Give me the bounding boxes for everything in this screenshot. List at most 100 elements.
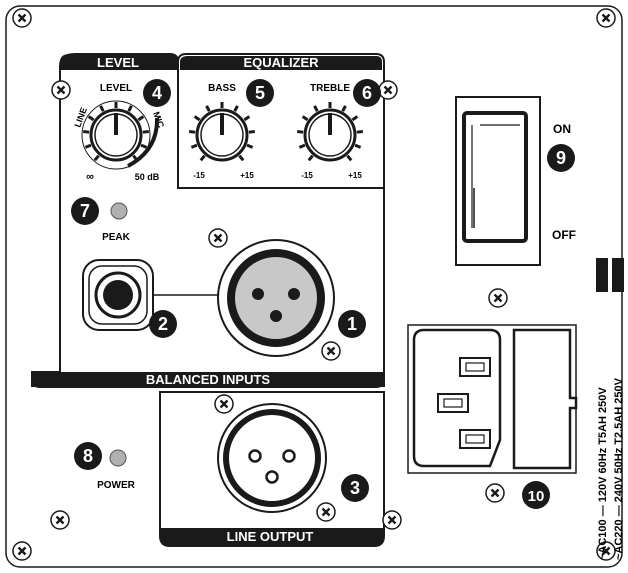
callout-number: 10 — [528, 488, 545, 505]
screw-icon — [49, 509, 71, 531]
screw-icon — [11, 540, 33, 562]
rating-line-2: ~AC220 — 240V 50Hz T2.5AH 250V — [613, 377, 625, 560]
peak-label: PEAK — [102, 232, 131, 243]
screw-icon — [381, 509, 403, 531]
knob-tick — [243, 115, 251, 122]
callout-number: 1 — [347, 314, 357, 334]
bass-knob-label: BASS — [208, 83, 236, 94]
knob-tick — [99, 105, 105, 112]
callout-badge — [143, 79, 171, 107]
screw-icon — [213, 393, 235, 415]
jack-input[interactable] — [82, 259, 154, 331]
callout-badge — [341, 474, 369, 502]
knob-tick — [297, 130, 304, 134]
callout-number: 6 — [362, 83, 372, 103]
knob-tick — [189, 130, 196, 134]
power-switch[interactable] — [455, 96, 541, 266]
screw-icon — [11, 7, 33, 29]
knob-tick — [298, 143, 306, 149]
line-output-header — [160, 528, 384, 546]
callout-badge — [338, 310, 366, 338]
callout-number: 3 — [350, 478, 360, 498]
callout-number: 5 — [255, 83, 265, 103]
callout-number: 2 — [158, 314, 168, 334]
knob-tick — [205, 105, 211, 112]
screw-icon — [484, 482, 506, 504]
equalizer-title: EQUALIZER — [243, 55, 319, 70]
switch-on-label: ON — [553, 122, 571, 136]
level-min-label: ∞ — [86, 171, 94, 183]
knob-tick — [142, 130, 149, 134]
knob-tick — [301, 115, 309, 122]
knob-tick — [84, 143, 92, 149]
knob-tick — [193, 115, 201, 122]
knob-tick — [341, 105, 347, 112]
screw-icon — [320, 340, 342, 362]
treble-max-label: +15 — [348, 171, 362, 180]
knob-tick — [137, 115, 145, 122]
level-gain-arc — [127, 117, 160, 168]
balanced-inputs-header — [32, 372, 384, 388]
xlr-input[interactable] — [217, 239, 335, 357]
knob-tick — [140, 143, 148, 149]
line-output-title: LINE OUTPUT — [227, 529, 314, 544]
callout-badge — [522, 481, 550, 509]
treble-knob-label: TREBLE — [310, 83, 350, 94]
knob-tick — [356, 130, 363, 134]
knob-tick — [351, 115, 359, 122]
level-max-label: 50 dB — [135, 172, 160, 182]
knob-tick — [346, 154, 353, 162]
callout-badge — [246, 79, 274, 107]
knob-tick — [127, 105, 133, 112]
level-knob[interactable] — [81, 100, 151, 170]
knob-tick — [233, 105, 239, 112]
level-knob-label: LEVEL — [100, 83, 132, 94]
screw-icon — [207, 227, 229, 249]
treble-knob[interactable] — [297, 102, 363, 162]
equalizer-panel — [177, 53, 385, 189]
knob-tick — [238, 154, 245, 162]
screw-icon — [595, 7, 617, 29]
level-title: LEVEL — [97, 55, 139, 70]
callout-badge — [71, 197, 99, 225]
knob-tick — [354, 143, 362, 149]
callout-badge — [353, 79, 381, 107]
screw-icon — [315, 501, 337, 523]
balanced-inputs-title: BALANCED INPUTS — [146, 372, 271, 387]
callout-number: 8 — [83, 446, 93, 466]
screw-icon — [487, 287, 509, 309]
knob-tick — [190, 143, 198, 149]
callout-badge — [74, 442, 102, 470]
callout-badge — [149, 310, 177, 338]
knob-tick — [248, 130, 255, 134]
knob-tick — [93, 154, 100, 162]
bass-knob[interactable] — [189, 102, 255, 162]
power-label: POWER — [97, 480, 136, 491]
callout-badge — [547, 144, 575, 172]
knob-tick — [87, 115, 95, 122]
power-led — [109, 449, 127, 467]
xlr-output[interactable] — [217, 403, 327, 513]
rating-bar — [612, 258, 624, 292]
knob-tick — [246, 143, 254, 149]
screw-icon — [377, 79, 399, 101]
bass-min-label: -15 — [193, 171, 205, 180]
callout-number: 4 — [152, 83, 162, 103]
fuse-holder[interactable] — [512, 328, 578, 470]
equalizer-header — [180, 56, 382, 70]
treble-min-label: -15 — [301, 171, 313, 180]
rating-bar — [596, 258, 608, 292]
bass-max-label: +15 — [240, 171, 254, 180]
peak-led — [110, 202, 128, 220]
switch-off-label: OFF — [552, 228, 576, 242]
rating-line-1: ~AC100 — 120V 60Hz T5AH 250V — [597, 387, 609, 560]
callout-number: 7 — [80, 201, 90, 221]
knob-tick — [307, 154, 314, 162]
callout-number: 9 — [556, 148, 566, 168]
screw-icon — [50, 79, 72, 101]
callout-badges: 1 2 3 4 5 6 7 8 9 10 — [71, 79, 575, 509]
level-header — [60, 54, 178, 70]
knob-tick — [199, 154, 206, 162]
